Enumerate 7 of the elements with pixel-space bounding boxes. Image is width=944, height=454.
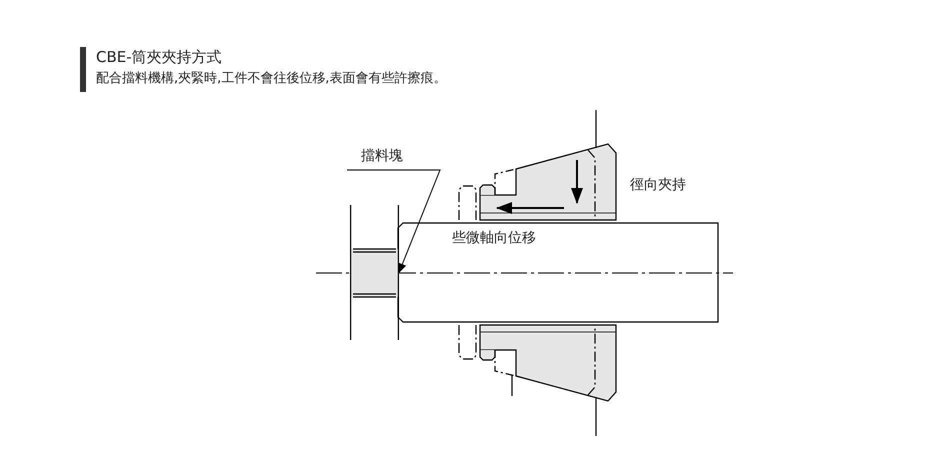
annotation-text: 些微軸向位移 (452, 229, 536, 247)
stop-block (350, 205, 399, 340)
annotation-text: 徑向夾持 (630, 176, 686, 194)
subtitle: 配合擋料機構,夾緊時,工件不會往後位移,表面會有些許擦痕。 (96, 70, 446, 87)
part-label: 擋料塊 (347, 146, 440, 170)
leader-line (346, 170, 441, 274)
heading: CBE-筒夾夾持方式 (96, 48, 222, 67)
